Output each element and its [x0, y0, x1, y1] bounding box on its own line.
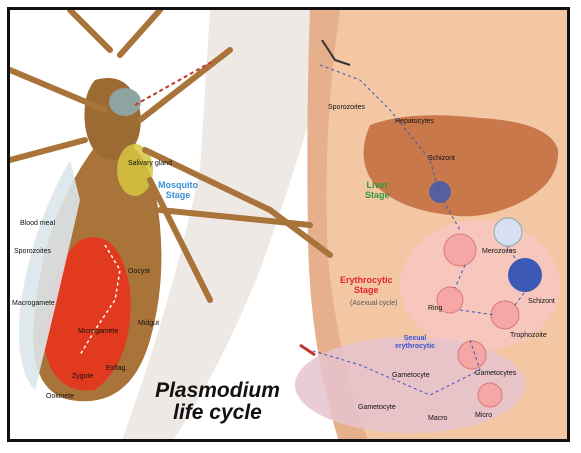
liver-schizont	[429, 181, 451, 203]
label-blood: Blood meal	[20, 220, 55, 227]
label-rbc-micro: Micro	[475, 412, 492, 419]
rbc-free-merozoites	[494, 218, 522, 246]
rbc-schizont	[508, 258, 542, 292]
asexual-cycle-label: (Asexual cycle)	[350, 300, 397, 307]
label-trophozoite: Trophozoite	[510, 332, 547, 339]
label-ring: Ring	[428, 305, 442, 312]
label-microgamete: Microgamete	[78, 328, 118, 335]
label-ookinete: Ookinete	[46, 393, 74, 400]
label-salivary: Salivary gland	[128, 160, 172, 167]
label-hepatocyte: Hepatocytes	[395, 118, 434, 125]
sexual-stage-label: Sexual erythrocytic	[395, 335, 435, 351]
erythrocytic-stage-label: Erythrocytic Stage	[340, 275, 393, 296]
label-rbc-macro: Macro	[428, 415, 447, 422]
label-rbc-gam: Gametocyte	[392, 372, 430, 379]
label-midgut: Midgut	[138, 320, 159, 327]
title-line1: Plasmodium	[155, 380, 280, 402]
rbc-troph	[491, 301, 519, 329]
label-gametocytes: Gametocytes	[475, 370, 516, 377]
rbc-merozoites	[444, 234, 476, 266]
title-line2: life cycle	[155, 402, 280, 424]
mosquito-head	[109, 88, 141, 116]
rbc-gametocyte	[458, 341, 486, 369]
label-oocyst: Oocyst	[128, 268, 150, 275]
label-sporozoites-mosquito: Sporozoites	[14, 248, 51, 255]
label-rbc-gam2: Gametocyte	[358, 404, 396, 411]
label-exflag: Exflag.	[106, 365, 127, 372]
liver-stage-label: Liver Stage	[365, 180, 390, 201]
diagram-title: Plasmodium life cycle	[155, 380, 280, 424]
bite-gametocytes	[300, 345, 315, 355]
label-liver-schizont: Schizont	[428, 155, 455, 162]
label-zygote: Zygote	[72, 373, 93, 380]
label-macrogamete: Macrogamete	[12, 300, 55, 307]
label-sporozoites-top: Sporozoites	[328, 104, 365, 111]
mosquito-stage-label: Mosquito Stage	[158, 180, 198, 201]
illustration	[10, 10, 570, 442]
label-merozoites: Merozoites	[482, 248, 516, 255]
proboscis	[135, 60, 215, 105]
rbc-gam2	[478, 383, 502, 407]
label-rbc-schizont: Schizont	[528, 298, 555, 305]
diagram-frame: Plasmodium life cycle Mosquito Stage Liv…	[7, 7, 570, 442]
